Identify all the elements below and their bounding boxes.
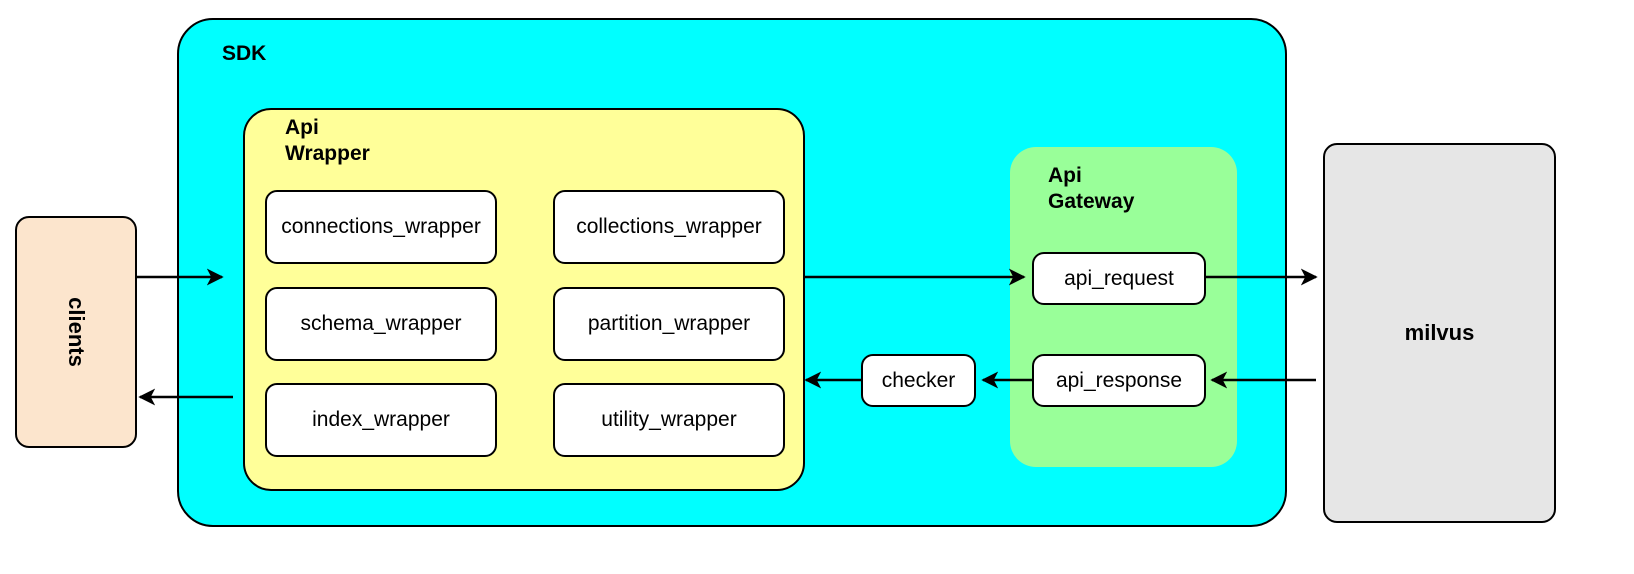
node-checker[interactable]: checker: [861, 354, 976, 407]
node-checker-label: checker: [881, 368, 956, 392]
container-api-gateway: [1010, 147, 1237, 467]
node-clients-label: clients: [63, 297, 89, 367]
container-sdk-label: SDK: [222, 42, 267, 65]
node-api-request[interactable]: api_request: [1032, 252, 1206, 305]
node-connections-wrapper[interactable]: connections_wrapper: [265, 190, 497, 264]
node-api-response[interactable]: api_response: [1032, 354, 1206, 407]
node-milvus-label: milvus: [1404, 320, 1475, 345]
node-collections-wrapper[interactable]: collections_wrapper: [553, 190, 785, 264]
node-partition-wrapper-label: partition_wrapper: [587, 312, 751, 335]
container-api-gateway-label: Api Gateway: [1048, 164, 1135, 214]
node-connections-wrapper-label: connections_wrapper: [281, 215, 481, 238]
node-schema-wrapper[interactable]: schema_wrapper: [265, 287, 497, 361]
node-clients[interactable]: clients: [15, 216, 137, 448]
node-api-request-label: api_request: [1064, 266, 1174, 290]
node-index-wrapper-label: index_wrapper: [312, 408, 450, 431]
node-milvus[interactable]: milvus: [1323, 143, 1556, 523]
node-api-response-label: api_response: [1055, 368, 1183, 392]
node-schema-wrapper-label: schema_wrapper: [300, 312, 462, 335]
node-collections-wrapper-label: collections_wrapper: [576, 215, 762, 238]
node-index-wrapper[interactable]: index_wrapper: [265, 383, 497, 457]
container-api-wrapper-label: Api Wrapper: [285, 116, 370, 166]
node-utility-wrapper[interactable]: utility_wrapper: [553, 383, 785, 457]
node-utility-wrapper-label: utility_wrapper: [601, 408, 737, 431]
node-partition-wrapper[interactable]: partition_wrapper: [553, 287, 785, 361]
